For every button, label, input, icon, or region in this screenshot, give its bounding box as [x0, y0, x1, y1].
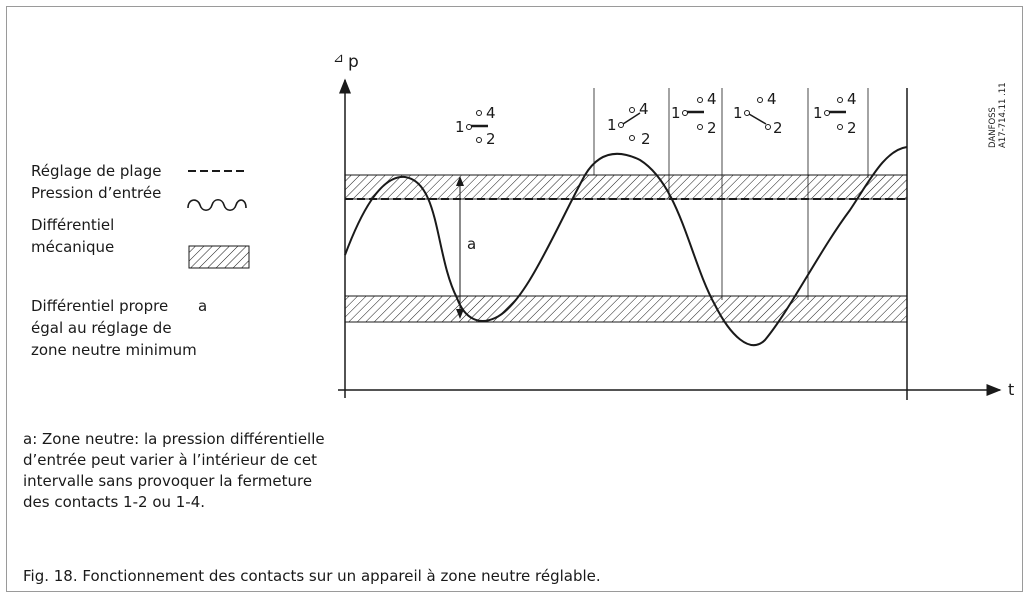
- svg-text:2: 2: [641, 130, 651, 148]
- upper-differential-band: [344, 174, 908, 200]
- svg-text:A17-714.11 .11: A17-714.11 .11: [998, 82, 1008, 148]
- legend-label-mechanical-differential-1: Différentiel: [31, 216, 115, 234]
- svg-text:1: 1: [671, 104, 681, 122]
- contact-symbol: 1 4 2: [607, 100, 651, 148]
- x-axis-label: t: [1008, 380, 1014, 399]
- svg-text:DANFOSS: DANFOSS: [988, 107, 998, 148]
- legend-label-own-differential-3: zone neutre minimum: [31, 341, 197, 359]
- note-line: intervalle sans provoquer la fermeture: [23, 472, 313, 490]
- contact-symbol: 1 4 2: [813, 90, 857, 137]
- figure-frame: [6, 6, 1023, 592]
- note-line: des contacts 1-2 ou 1-4.: [23, 493, 206, 511]
- svg-text:2: 2: [486, 130, 496, 148]
- legend-hatched-swatch: [188, 245, 250, 269]
- contact-symbol: 1 4 2: [671, 90, 717, 137]
- contact-symbol: 1 4 2: [455, 104, 496, 148]
- reference-code: DANFOSS A17-714.11 .11: [988, 82, 1008, 148]
- note-line: a: Zone neutre: la pression différentiel…: [23, 430, 325, 448]
- inlet-pressure-curve: [344, 146, 908, 346]
- svg-text:1: 1: [813, 104, 823, 122]
- y-axis-symbol: ⊿: [333, 51, 344, 66]
- lower-differential-band: [344, 295, 908, 323]
- legend-label-inlet-pressure: Pression d’entrée: [31, 184, 162, 202]
- svg-text:4: 4: [767, 90, 777, 108]
- legend-label-own-differential-2: égal au réglage de: [31, 319, 172, 337]
- svg-text:1: 1: [607, 116, 617, 134]
- y-axis-label: p: [348, 52, 359, 72]
- neutral-zone-marker: a: [467, 235, 476, 253]
- legend-symbol-a: a: [198, 297, 208, 315]
- svg-text:2: 2: [847, 119, 857, 137]
- svg-text:4: 4: [486, 104, 496, 122]
- svg-text:1: 1: [455, 118, 465, 136]
- note-line: d’entrée peut varier à l’intérieur de ce…: [23, 451, 318, 469]
- svg-text:4: 4: [707, 90, 717, 108]
- legend-label-mechanical-differential-2: mécanique: [31, 238, 115, 256]
- svg-text:2: 2: [773, 119, 783, 137]
- svg-text:2: 2: [707, 119, 717, 137]
- legend-wave-swatch: [187, 198, 247, 212]
- svg-text:4: 4: [847, 90, 857, 108]
- svg-text:4: 4: [639, 100, 649, 118]
- contact-symbol: 1 4 2: [733, 90, 783, 137]
- legend-label-own-differential-1: Différentiel propre: [31, 297, 169, 315]
- legend-label-range-setting: Réglage de plage: [31, 162, 162, 180]
- svg-text:1: 1: [733, 104, 743, 122]
- figure-caption: Fig. 18. Fonctionnement des contacts sur…: [23, 567, 601, 585]
- neutral-zone-note: a: Zone neutre: la pression différentiel…: [23, 429, 403, 513]
